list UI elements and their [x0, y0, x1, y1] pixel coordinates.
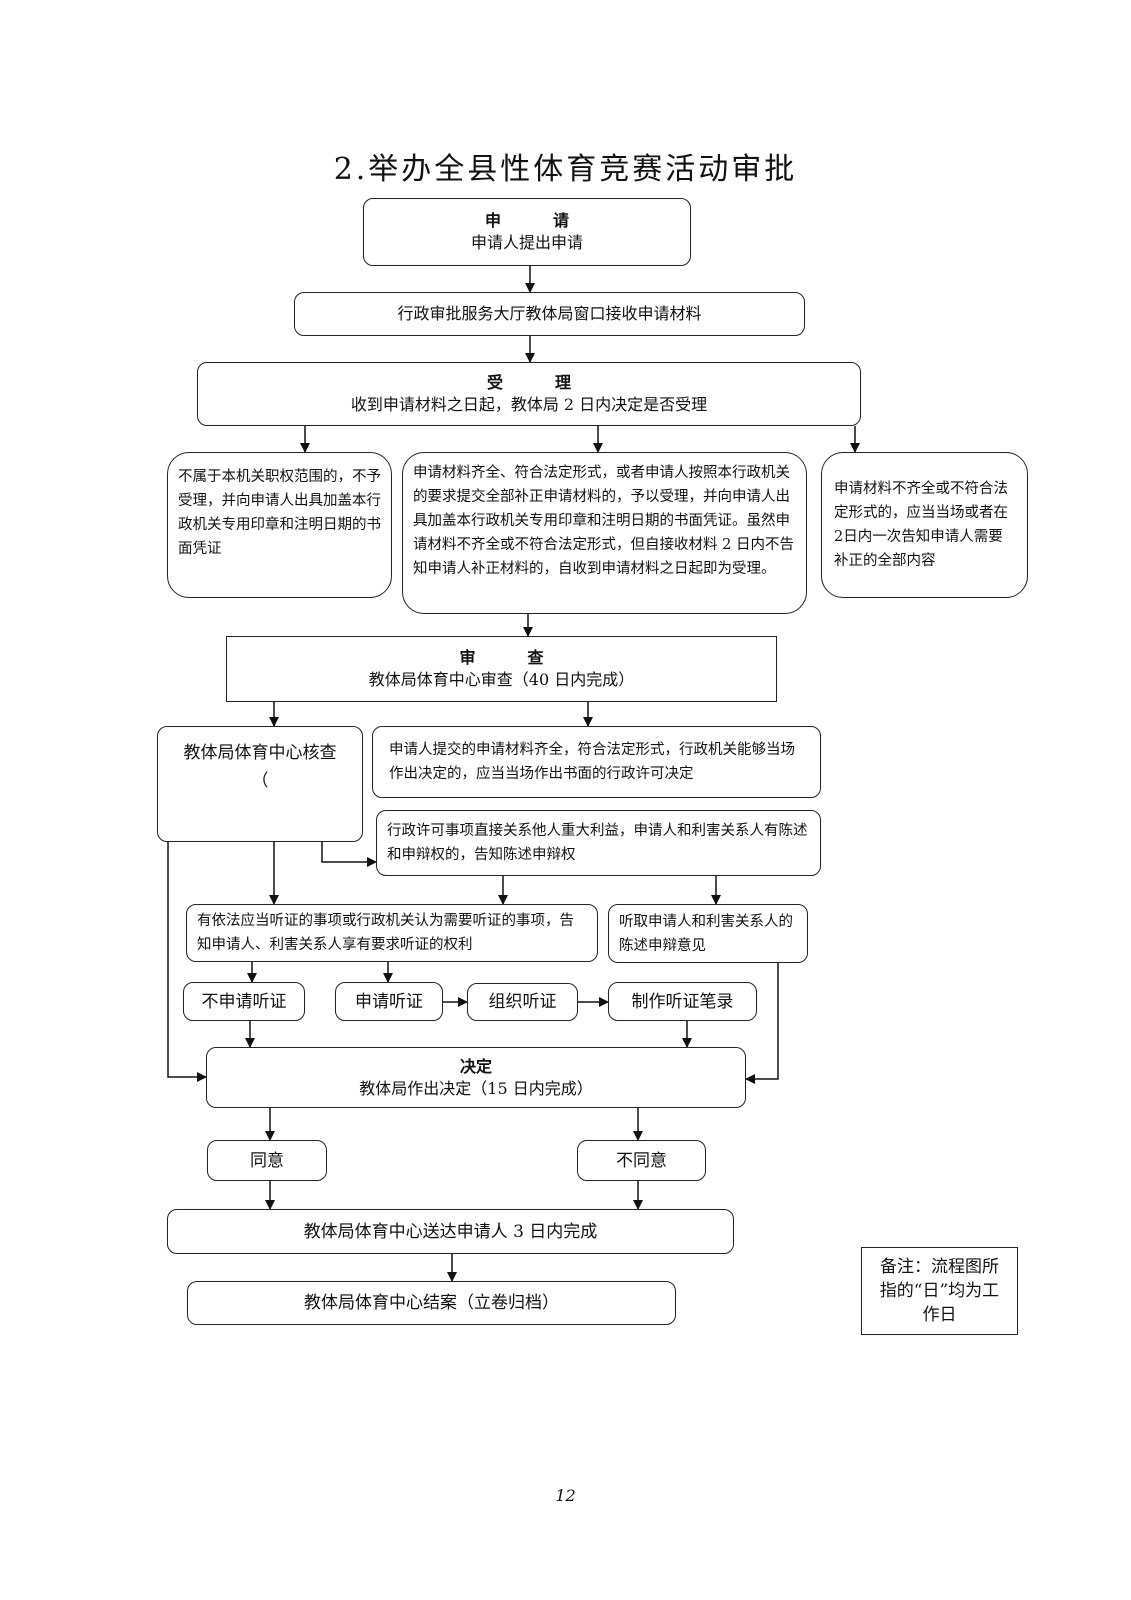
- deliver-text: 教体局体育中心送达申请人 3 日内完成: [303, 1221, 598, 1242]
- apply-hearing-box: 申请听证: [335, 982, 443, 1021]
- page-number: 12: [555, 1486, 576, 1505]
- arrow-verify-interest: [321, 842, 377, 867]
- apply-head: 申 请: [484, 211, 587, 230]
- accept-conditions-box: 申请材料齐全、符合法定形式，或者申请人按照本行政机关的要求提交全部补正申请材料的…: [402, 452, 807, 614]
- close-box: 教体局体育中心结案（立卷归档）: [187, 1281, 676, 1325]
- disagree-text: 不同意: [616, 1150, 667, 1171]
- listen-text: 听取申请人和利害关系人的陈述申辩意见: [619, 913, 793, 954]
- decision-head: 决定: [459, 1056, 492, 1076]
- decision-text: 教体局作出决定（15 日内完成）: [359, 1078, 593, 1098]
- accept-text: 收到申请材料之日起，教体局 2 日内决定是否受理: [350, 395, 708, 414]
- organize-hearing-box: 组织听证: [467, 983, 578, 1021]
- organize-hearing-text: 组织听证: [488, 992, 557, 1012]
- disagree-box: 不同意: [577, 1140, 706, 1181]
- decision-box: 决定 教体局作出决定（15 日内完成）: [206, 1047, 746, 1108]
- note-box: 备注：流程图所指的“日”均为工作日: [861, 1247, 1018, 1335]
- listen-box: 听取申请人和利害关系人的陈述申辩意见: [608, 904, 808, 963]
- onsite-decision-text: 申请人提交的申请材料齐全，符合法定形式，行政机关能够当场作出决定的，应当当场作出…: [389, 742, 795, 782]
- verify-subtext: （: [251, 771, 269, 791]
- accept-head: 受 理: [486, 373, 589, 392]
- interest-box: 行政许可事项直接关系他人重大利益，申请人和利害关系人有陈述和申辩权的，告知陈述申…: [376, 810, 821, 876]
- reject-scope-box: 不属于本机关职权范围的，不予受理，并向申请人出具加盖本行政机关专用印章和注明日期…: [167, 452, 392, 598]
- agree-box: 同意: [207, 1140, 327, 1181]
- page-title: 2.举办全县性体育竞赛活动审批: [333, 152, 798, 187]
- note-text: 备注：流程图所指的“日”均为工作日: [879, 1257, 1000, 1325]
- arrow-verify-decision: [167, 842, 207, 1082]
- accept-conditions-text: 申请材料齐全、符合法定形式，或者申请人按照本行政机关的要求提交全部补正申请材料的…: [413, 465, 794, 577]
- incomplete-text: 申请材料不齐全或不符合法定形式的，应当当场或者在2日内一次告知申请人需要补正的全…: [834, 481, 1008, 569]
- reject-scope-text: 不属于本机关职权范围的，不予受理，并向申请人出具加盖本行政机关专用印章和注明日期…: [178, 469, 381, 557]
- review-text: 教体局体育中心审查（40 日内完成）: [368, 670, 635, 689]
- receive-text: 行政审批服务大厅教体局窗口接收申请材料: [397, 304, 702, 323]
- review-box: 审 查 教体局体育中心审查（40 日内完成）: [226, 636, 777, 702]
- no-hearing-text: 不申请听证: [201, 991, 287, 1012]
- arrow-listen-decision: [745, 963, 779, 1084]
- hearing-record-box: 制作听证笔录: [608, 982, 757, 1021]
- apply-box: 申 请 申请人提出申请: [363, 198, 691, 266]
- verify-box: 教体局体育中心核查 （: [157, 726, 363, 842]
- accept-box: 受 理 收到申请材料之日起，教体局 2 日内决定是否受理: [197, 362, 861, 426]
- hearing-notice-box: 有依法应当听证的事项或行政机关认为需要听证的事项，告知申请人、利害关系人享有要求…: [186, 904, 598, 962]
- review-head: 审 查: [459, 648, 562, 667]
- verify-text: 教体局体育中心核查: [183, 743, 337, 763]
- interest-text: 行政许可事项直接关系他人重大利益，申请人和利害关系人有陈述和申辩权的，告知陈述申…: [387, 823, 808, 863]
- apply-text: 申请人提出申请: [470, 233, 583, 252]
- no-hearing-box: 不申请听证: [183, 982, 305, 1021]
- close-text: 教体局体育中心结案（立卷归档）: [304, 1293, 559, 1313]
- receive-box: 行政审批服务大厅教体局窗口接收申请材料: [294, 292, 805, 336]
- incomplete-box: 申请材料不齐全或不符合法定形式的，应当当场或者在2日内一次告知申请人需要补正的全…: [821, 452, 1028, 598]
- hearing-record-text: 制作听证笔录: [631, 991, 734, 1012]
- onsite-decision-box: 申请人提交的申请材料齐全，符合法定形式，行政机关能够当场作出决定的，应当当场作出…: [372, 726, 821, 798]
- agree-text: 同意: [250, 1150, 284, 1171]
- apply-hearing-text: 申请听证: [355, 991, 423, 1012]
- deliver-box: 教体局体育中心送达申请人 3 日内完成: [167, 1209, 734, 1254]
- hearing-notice-text: 有依法应当听证的事项或行政机关认为需要听证的事项，告知申请人、利害关系人享有要求…: [197, 913, 574, 953]
